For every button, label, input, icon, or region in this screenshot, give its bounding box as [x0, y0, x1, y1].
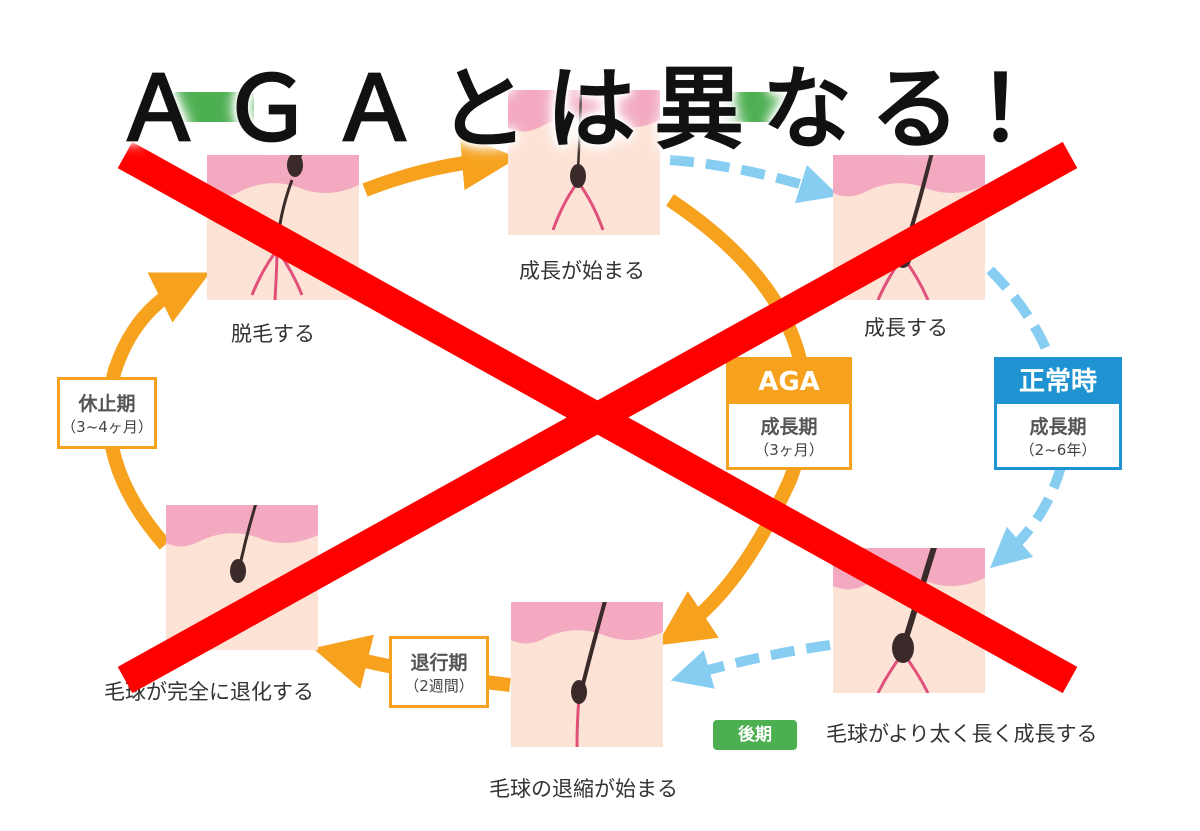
caption-growing: 成長する: [864, 316, 948, 340]
aga-growth-duration: （3ヶ月）: [754, 441, 824, 459]
resting-phase-box: 休止期 （3~4ヶ月）: [57, 377, 157, 449]
catagen-phase-box: 退行期 （2週間）: [389, 636, 489, 708]
normal-header: 正常時: [997, 360, 1119, 404]
catagen-phase-duration: （2週間）: [404, 677, 474, 695]
resting-phase-label: 休止期: [78, 393, 136, 415]
catagen-phase-label: 退行期: [410, 652, 468, 674]
cross-stroke-2: [117, 141, 1078, 694]
aga-growth-box: AGA 成長期 （3ヶ月）: [726, 357, 852, 470]
aga-header: AGA: [729, 360, 849, 404]
phase-tag-middle: [705, 92, 787, 122]
arrow-start-to-growing: [669, 155, 840, 204]
phase-tag-early: [172, 92, 254, 122]
headline-title: ＡＧＡとは異なる！: [114, 57, 1086, 162]
caption-shedding: 脱毛する: [231, 322, 315, 346]
resting-phase-duration: （3~4ヶ月）: [61, 418, 153, 436]
normal-growth-label: 成長期: [1029, 416, 1087, 438]
normal-growth-duration: （2~6年）: [1019, 441, 1097, 459]
caption-regression-start: 毛球の退縮が始まる: [489, 777, 678, 801]
caption-growth-start: 成長が始まる: [519, 259, 645, 283]
arrow-shed-to-start: [362, 134, 518, 197]
phase-tag-late: 後期: [713, 720, 797, 750]
aga-growth-label: 成長期: [760, 416, 818, 438]
growth-start-illustration: [508, 90, 660, 235]
normal-growth-box: 正常時 成長期 （2~6年）: [994, 357, 1122, 470]
regression-start-illustration: [511, 602, 663, 747]
arrow-thicker-to-regression: [670, 640, 831, 689]
caption-thicker: 毛球がより太く長く成長する: [826, 722, 1098, 746]
